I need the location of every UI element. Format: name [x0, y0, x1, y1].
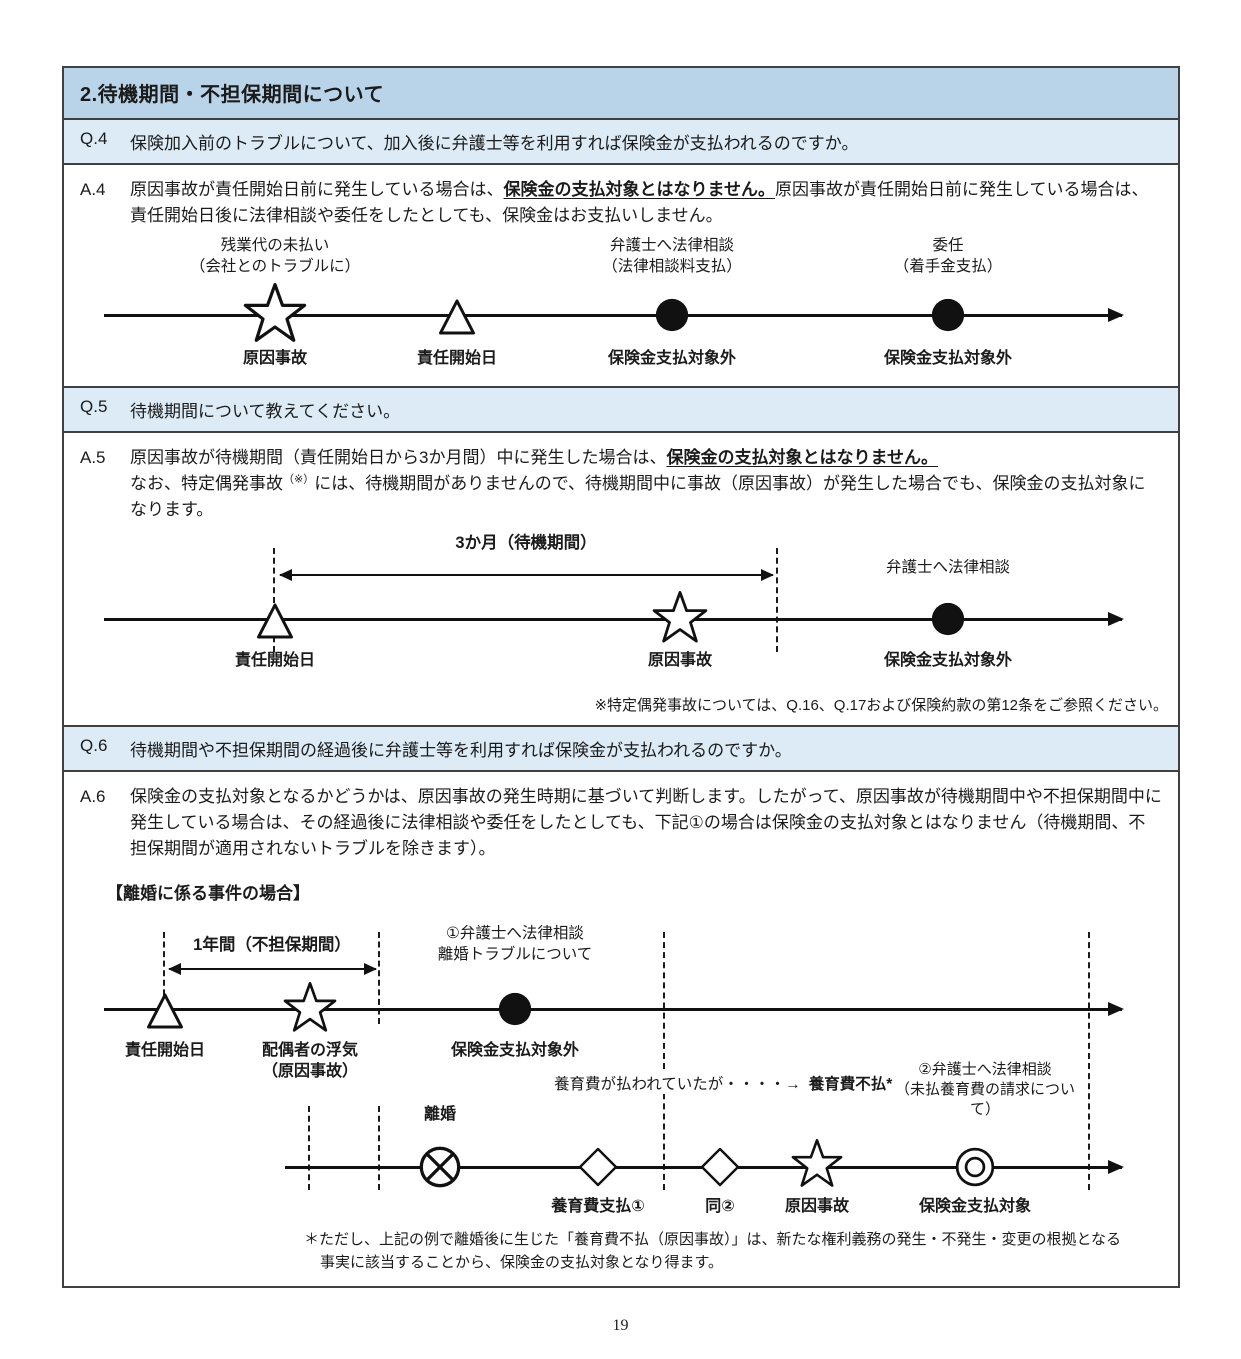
divorce-circle-x-icon — [418, 1145, 462, 1189]
a6-label: A.6 — [80, 786, 106, 806]
a5-reference-note: ※特定偶発事故については、Q.16、Q.17および保険約款の第12条をご参照くだ… — [594, 696, 1168, 714]
delegation-dot-icon — [929, 296, 967, 334]
a5-label: A.5 — [80, 447, 106, 467]
q4-label: Q.4 — [80, 129, 108, 148]
a6-footnote-line1: ＊ただし、上記の例で離婚後に生じた「養育費不払（原因事故）」は、新たな権利義務の… — [304, 1230, 1122, 1248]
q5-text: 待機期間について教えてください。 — [130, 401, 401, 421]
a6-footnote-line2: 事実に該当することから、保険金の支払対象となり得ます。 — [320, 1254, 724, 1271]
a6-case-title: 【離婚に係る事件の場合】 — [106, 883, 310, 903]
a5-text: 原因事故が待機期間（責任開始日から3か月間）中に発生した場合は、保険金の支払対象… — [130, 445, 1162, 524]
origin-incident-star-icon — [791, 1139, 843, 1191]
label-consult-2: ②弁護士へ法律相談 （未払養育費の請求について） — [894, 1060, 1075, 1119]
child-support-paid-text: 養育費が払われていたが・・・・→ — [554, 1075, 801, 1093]
section-title: 2.待機期間・不担保期間について — [64, 68, 1178, 120]
a6-text: 保険金の支払対象となるかどうかは、原因事故の発生時期に基づいて判断します。したが… — [130, 786, 1162, 859]
consultation1-dot-icon — [496, 990, 534, 1028]
waiting-start-boundary — [273, 547, 275, 652]
label-not-covered: 保険金支払対象外 — [450, 1041, 580, 1059]
timeline-axis — [104, 313, 1122, 317]
q5-label: Q.5 — [80, 396, 108, 416]
question-q4-row: Q.4 保険加入前のトラブルについて、加入後に弁護士等を利用すれば保険金が支払わ… — [64, 120, 1178, 165]
coverage-start-triangle-icon — [145, 991, 185, 1031]
lower-boundary-1 — [308, 1105, 310, 1190]
coverage-start-triangle-icon — [255, 601, 295, 641]
label-waiting-period: 3か月（待機期間） — [455, 533, 597, 552]
waiting-period-arrow — [280, 573, 773, 576]
a4-text: 原因事故が責任開始日前に発生している場合は、保険金の支払対象とはなりません。原因… — [130, 177, 1162, 230]
label-covered: 保険金支払対象 — [918, 1197, 1032, 1215]
consultation-dot-icon — [929, 600, 967, 638]
label-coverage-start: 責任開始日 — [124, 1041, 206, 1059]
label-not-covered: 保険金支払対象外 — [883, 651, 1013, 669]
answer-a5-row: A.5 原因事故が待機期間（責任開始日から3か月間）中に発生した場合は、保険金の… — [64, 432, 1178, 727]
label-support-payment-1: 養育費支払① — [551, 1197, 645, 1215]
label-exclusion-period: 1年間（不担保期間） — [193, 935, 351, 954]
timeline-a5: 3か月（待機期間） 弁護士へ法律相談 責任開始日 原因事故 保険金支払対象外 — [64, 532, 1178, 690]
a5-text-emphasis: 保険金の支払対象とはなりません。 — [666, 447, 938, 467]
covered-double-circle-icon — [954, 1146, 996, 1188]
coverage-start-triangle-icon — [437, 297, 477, 337]
origin-incident-star-icon — [652, 591, 708, 647]
exclusion-start-boundary — [163, 931, 165, 1024]
timeline-a4: 残業代の未払い （会社とのトラブルに） 弁護士へ法律相談 （法律相談料支払） 委… — [64, 236, 1178, 386]
support-payment1-diamond-icon — [578, 1147, 618, 1187]
long-boundary-2 — [1088, 931, 1090, 1190]
child-support-unpaid-text: 養育費不払* — [808, 1075, 893, 1093]
support-payment2-diamond-icon — [700, 1147, 740, 1187]
label-coverage-start: 責任開始日 — [234, 651, 316, 669]
long-boundary-1 — [663, 931, 665, 1190]
faq-document-box: 2.待機期間・不担保期間について Q.4 保険加入前のトラブルについて、加入後に… — [62, 66, 1180, 1289]
consultation-dot-icon — [653, 296, 691, 334]
label-lawyer-consult: 弁護士へ法律相談 （法律相談料支払） — [602, 236, 742, 275]
child-support-annotation: 養育費が払われていたが・・・・→ 養育費不払* — [550, 1071, 897, 1094]
label-not-covered-1: 保険金支払対象外 — [607, 349, 737, 367]
question-q5-row: Q.5 待機期間について教えてください。 — [64, 387, 1178, 433]
q6-text: 待機期間や不担保期間の経過後に弁護士等を利用すれば保険金が支払われるのですか。 — [130, 740, 792, 760]
a5-text-pre: 原因事故が待機期間（責任開始日から3か月間）中に発生した場合は、 — [130, 447, 667, 467]
label-spouse-affair: 配偶者の浮気 （原因事故） — [261, 1041, 359, 1081]
a4-label: A.4 — [80, 180, 106, 199]
timeline-axis — [104, 617, 1122, 621]
a5-text-post1: なお、特定偶発事故 — [130, 474, 283, 494]
label-delegation: 委任 （着手金支払） — [893, 236, 1003, 275]
question-q6-row: Q.6 待機期間や不担保期間の経過後に弁護士等を利用すれば保険金が支払われるので… — [64, 726, 1178, 772]
a5-text-refmark: （※） — [283, 473, 315, 486]
a4-text-emphasis: 保険金の支払対象とはなりません。 — [503, 180, 776, 199]
exclusion-end-boundary — [378, 931, 380, 1024]
spouse-affair-star-icon — [283, 982, 337, 1036]
label-unpaid-overtime: 残業代の未払い （会社とのトラブルに） — [189, 236, 361, 275]
timeline-a6: 1年間（不担保期間） ①弁護士へ法律相談 離婚トラブルについて 責任開始日 配偶… — [64, 920, 1178, 1222]
answer-a4-row: A.4 原因事故が責任開始日前に発生している場合は、保険金の支払対象とはなりませ… — [64, 165, 1178, 388]
label-not-covered-2: 保険金支払対象外 — [883, 349, 1013, 367]
label-origin-incident: 原因事故 — [784, 1197, 850, 1215]
timeline-axis-upper — [104, 1007, 1122, 1011]
label-origin-incident: 原因事故 — [647, 651, 713, 669]
label-support-payment-2: 同② — [705, 1197, 735, 1215]
a6-footnote: ＊ただし、上記の例で離婚後に生じた「養育費不払（原因事故）」は、新たな権利義務の… — [304, 1228, 1178, 1275]
label-lawyer-consult-a5: 弁護士へ法律相談 — [885, 558, 1011, 576]
answer-a6-row: A.6 保険金の支払対象となるかどうかは、原因事故の発生時期に基づいて判断します… — [64, 771, 1178, 1275]
q4-text: 保険加入前のトラブルについて、加入後に弁護士等を利用すれば保険金が支払われるので… — [130, 134, 859, 153]
q6-label: Q.6 — [80, 735, 108, 755]
a4-text-pre: 原因事故が責任開始日前に発生している場合は、 — [130, 180, 504, 199]
label-consult-1: ①弁護士へ法律相談 離婚トラブルについて — [437, 924, 593, 963]
lower-boundary-2 — [378, 1105, 380, 1190]
a5-text-post2: には、待機期間がありませんので、待機期間中に事故（原因事故）が発生した場合でも、… — [130, 474, 1146, 520]
label-divorce: 離婚 — [423, 1105, 457, 1123]
page-number: 19 — [612, 1317, 629, 1334]
label-coverage-start: 責任開始日 — [416, 349, 498, 367]
label-origin-incident: 原因事故 — [242, 349, 308, 367]
a4-text-post: 原因事故が責任開始日前に発生している場合は、責任開始日後に法律相談や委任をしたと… — [130, 180, 1149, 226]
waiting-end-boundary — [776, 547, 778, 652]
origin-incident-star-icon — [243, 283, 307, 347]
exclusion-period-arrow — [169, 967, 376, 970]
